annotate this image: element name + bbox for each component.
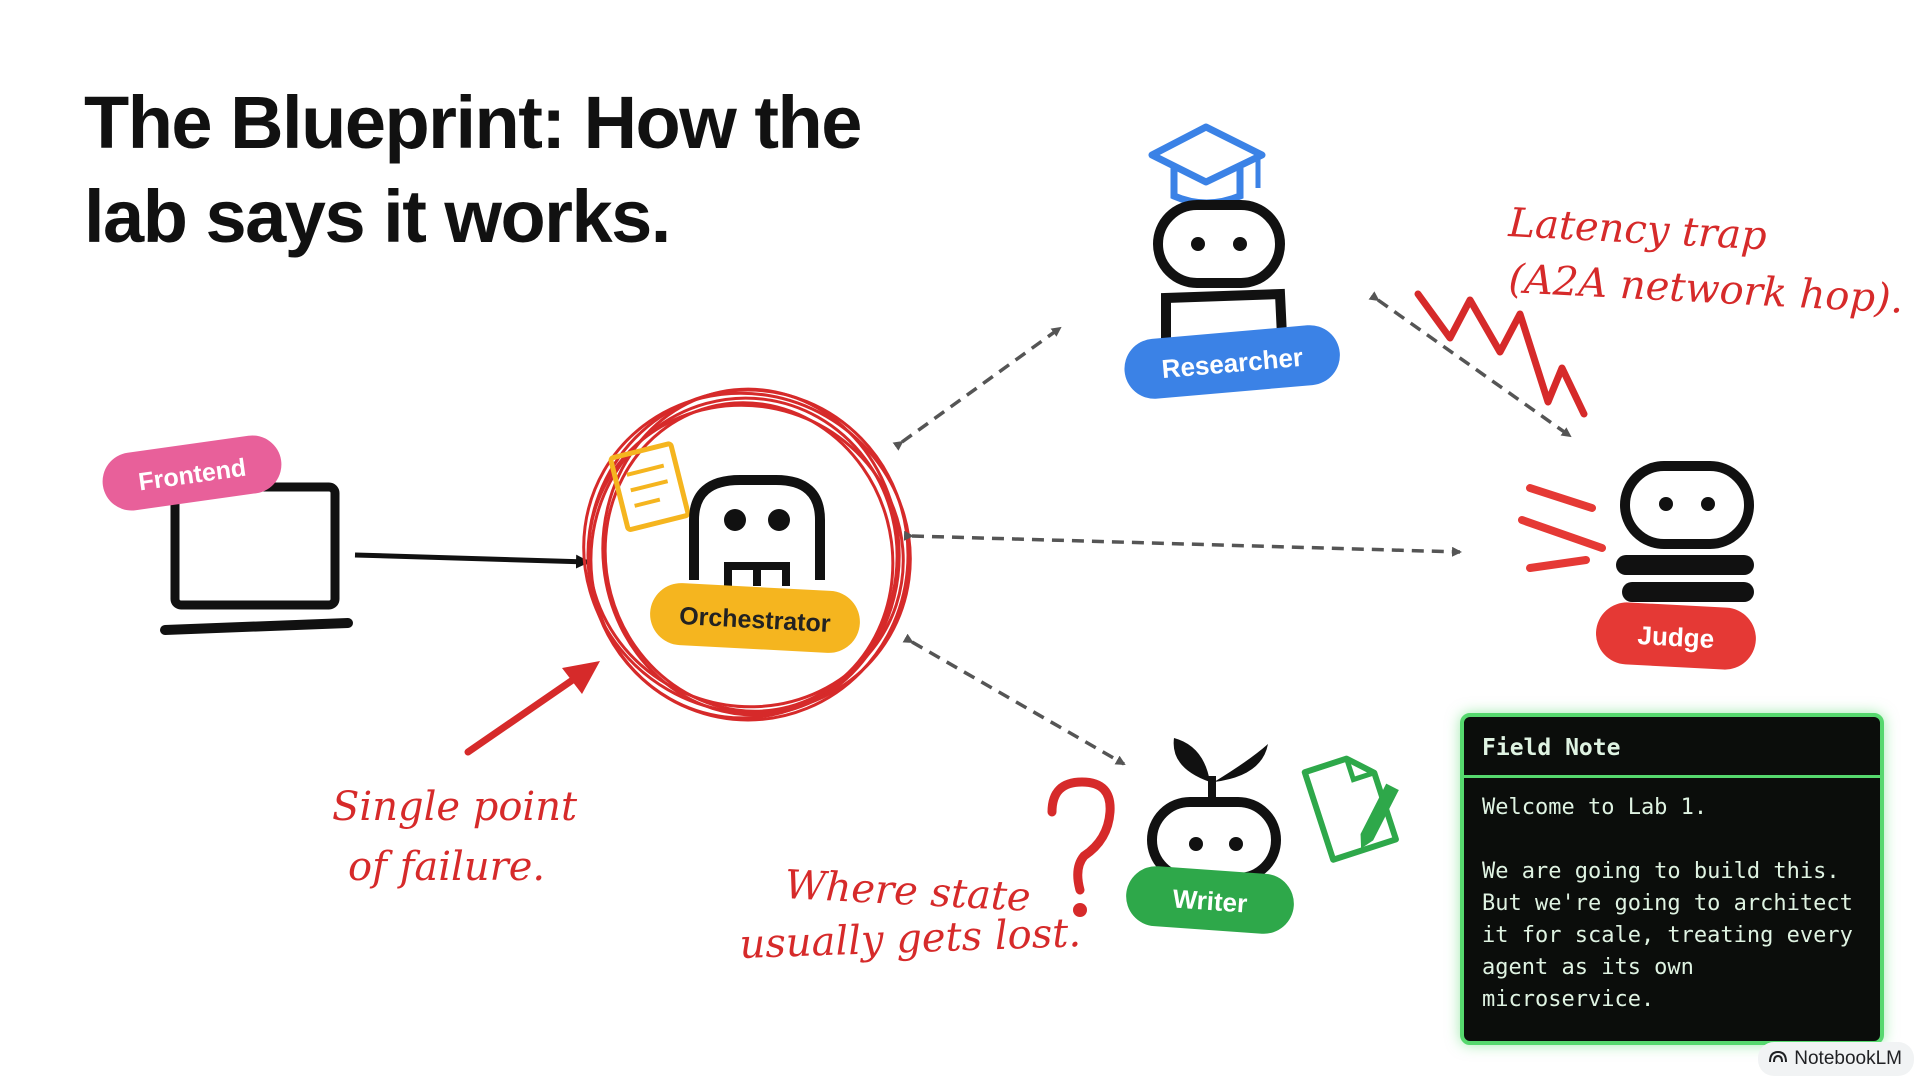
writer-robot-icon bbox=[1147, 797, 1281, 883]
frontend-pill: Frontend bbox=[102, 435, 282, 511]
spof-arrow-icon bbox=[464, 661, 600, 756]
latency-annotation-line1: Latency trap bbox=[1506, 200, 1767, 260]
judge-robot-icon bbox=[1616, 461, 1754, 602]
orchestrator-node: Orchestrator bbox=[582, 387, 912, 722]
spof-annotation-line2: of failure. bbox=[348, 844, 545, 890]
title-line-2: lab says it works. bbox=[84, 175, 671, 258]
frontend-node: Frontend bbox=[102, 435, 353, 635]
field-note-line-1: Welcome to Lab 1. bbox=[1482, 795, 1708, 820]
title-line-1: The Blueprint: How the bbox=[84, 81, 862, 164]
field-note-body: Welcome to Lab 1. We are going to build … bbox=[1464, 778, 1880, 1030]
file-edit-icon bbox=[1301, 755, 1399, 863]
notebooklm-badge: NotebookLM bbox=[1758, 1042, 1914, 1076]
red-scribble-circle bbox=[582, 387, 912, 722]
page-title: The Blueprint: How the lab says it works… bbox=[84, 76, 862, 264]
orchestrator-pill: Orchestrator bbox=[650, 583, 860, 653]
orchestrator-writer-link bbox=[902, 633, 1126, 766]
sprout-icon bbox=[1173, 738, 1268, 802]
orchestrator-researcher-link bbox=[892, 326, 1062, 451]
orchestrator-judge-link bbox=[903, 530, 1462, 557]
document-icon bbox=[608, 441, 691, 532]
field-note-title: Field Note bbox=[1464, 717, 1880, 778]
writer-pill: Writer bbox=[1126, 866, 1294, 934]
laptop-icon bbox=[160, 482, 353, 635]
zigzag-latency-icon bbox=[1414, 290, 1588, 418]
graduation-cap-icon bbox=[1148, 123, 1266, 207]
researcher-judge-link bbox=[1368, 291, 1572, 438]
frontend-to-orchestrator-arrow bbox=[354, 552, 590, 569]
field-note-line-2: We are going to build this. But we're go… bbox=[1482, 859, 1853, 1012]
writer-label: Writer bbox=[1172, 883, 1249, 918]
spof-annotation-line1: Single point bbox=[332, 784, 578, 830]
notebooklm-logo-icon bbox=[1768, 1048, 1788, 1070]
alert-lines-icon bbox=[1518, 484, 1606, 572]
notebooklm-label: NotebookLM bbox=[1794, 1048, 1902, 1069]
dashed-connectors bbox=[892, 291, 1572, 766]
field-note-panel: Field Note Welcome to Lab 1. We are goin… bbox=[1460, 713, 1884, 1045]
researcher-pill: Researcher bbox=[1124, 325, 1340, 399]
writer-node: Writer bbox=[1126, 738, 1399, 934]
state-annotation-line1: Where state bbox=[783, 862, 1031, 921]
latency-annotation-line2: (A2A network hop). bbox=[1507, 256, 1904, 323]
researcher-robot-icon bbox=[1153, 200, 1287, 340]
orchestrator-robot-icon bbox=[689, 475, 825, 586]
state-annotation-line2: usually gets lost. bbox=[739, 910, 1082, 968]
question-mark-icon bbox=[1047, 777, 1115, 917]
researcher-node: Researcher bbox=[1124, 123, 1340, 399]
judge-pill: Judge bbox=[1596, 602, 1756, 670]
judge-node: Judge bbox=[1518, 461, 1756, 670]
judge-label: Judge bbox=[1637, 620, 1715, 654]
